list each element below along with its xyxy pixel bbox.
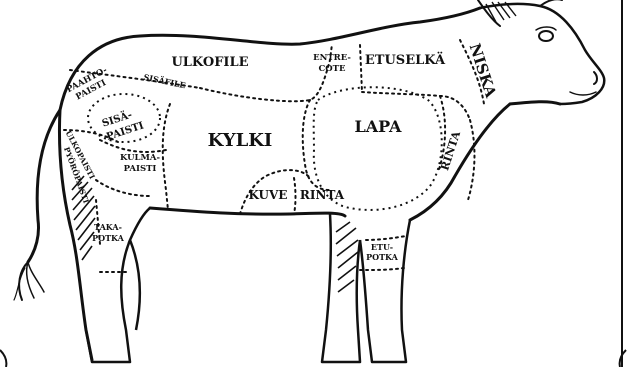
- label-entrecote-line2: COTE: [319, 64, 346, 74]
- label-etuselka: ETUSELKÄ: [365, 52, 446, 68]
- label-takapotka-line2: POTKA: [92, 233, 125, 243]
- label-ulkofile: ULKOFILE: [171, 55, 248, 70]
- label-takapotka-line1: TAKA-: [94, 222, 122, 232]
- label-sisafile: SISÄFILE: [143, 72, 187, 91]
- front-legs: [322, 214, 410, 362]
- label-kuve: KUVE: [249, 188, 288, 202]
- front-leg-hatching: [336, 222, 358, 292]
- label-etupotka-line1: ETU-: [371, 242, 393, 252]
- label-kulmapaisti-line2: PAISTI: [124, 164, 157, 174]
- tail: [14, 110, 60, 300]
- label-rinta: RINTA: [300, 188, 345, 202]
- label-etupotka-line2: POTKA: [366, 252, 399, 262]
- label-kulmapaisti-line1: KULMA-: [120, 153, 160, 163]
- label-niska: NISKA: [466, 41, 500, 100]
- label-kylki: KYLKI: [208, 130, 273, 151]
- label-entrecote-line1: ENTRE-: [313, 53, 351, 63]
- label-lapa: LAPA: [355, 117, 403, 136]
